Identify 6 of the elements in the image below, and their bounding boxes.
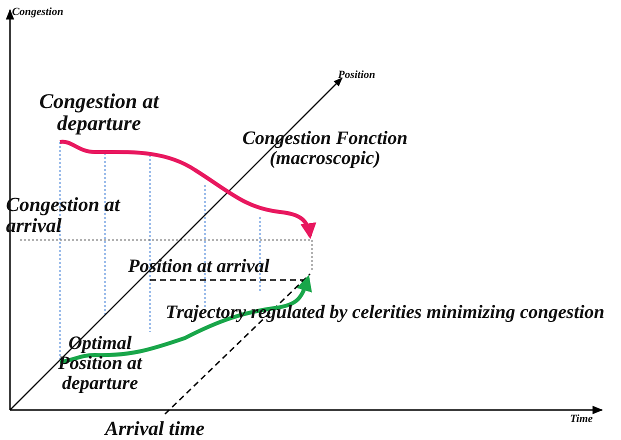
annotation-text: Arrival time [105, 419, 206, 440]
axis-label: Position [338, 70, 376, 82]
axis-label: Congestion [12, 7, 64, 19]
annotation-text: Trajectory regulated by celerities minimizing congestion [164, 303, 606, 323]
annotation-text: Congestion at departure [38, 90, 160, 134]
axis-label: Time [570, 414, 594, 426]
